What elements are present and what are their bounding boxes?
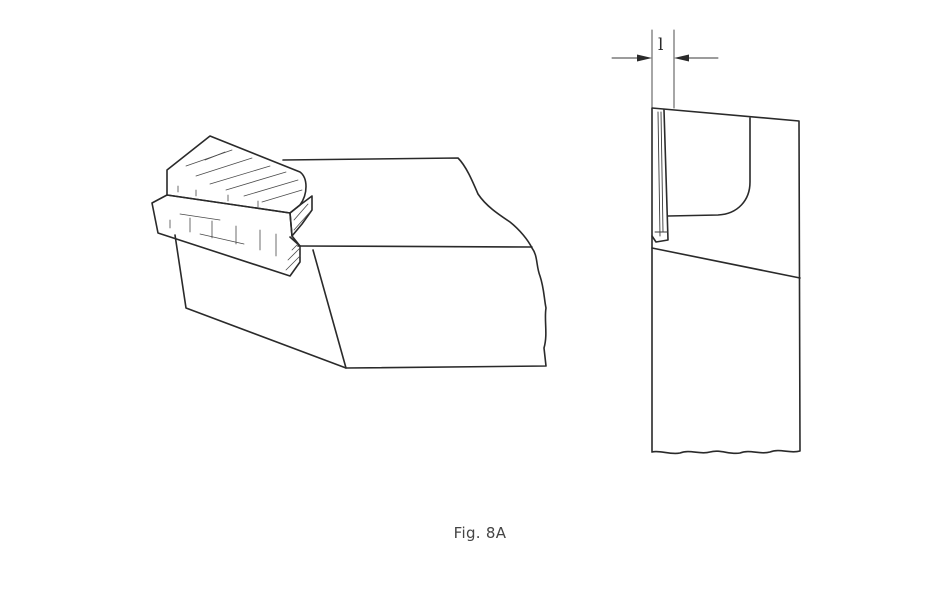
isometric-tool-view [151,135,547,369]
shank-top-front-edge [297,245,533,248]
tip-insert-shading-2 [660,111,664,233]
tip-insert-strip [651,109,669,243]
tip-top-hatching [177,149,303,208]
side-view-outline [651,107,801,455]
tip-top-plate [166,135,307,214]
side-view: l [611,29,801,455]
tip-lower-hatching [169,213,277,257]
tip-shank-boundary [651,247,801,279]
tip-lower-plate [151,194,301,277]
tip-insert-shading-1 [657,111,661,237]
dimension-label: l [658,35,663,55]
shank-corner-edge [312,249,347,369]
dimension-arrow-left [637,54,652,62]
figure-caption: Fig. 8A [453,524,507,542]
chip-breaker-curve [667,117,751,217]
tip-side-hatching [285,203,311,271]
tip-top-plate-side [289,195,313,237]
shank-outline [174,157,547,369]
dimension-arrow-right [674,54,689,62]
tip-lower-plate-edge [289,236,301,247]
